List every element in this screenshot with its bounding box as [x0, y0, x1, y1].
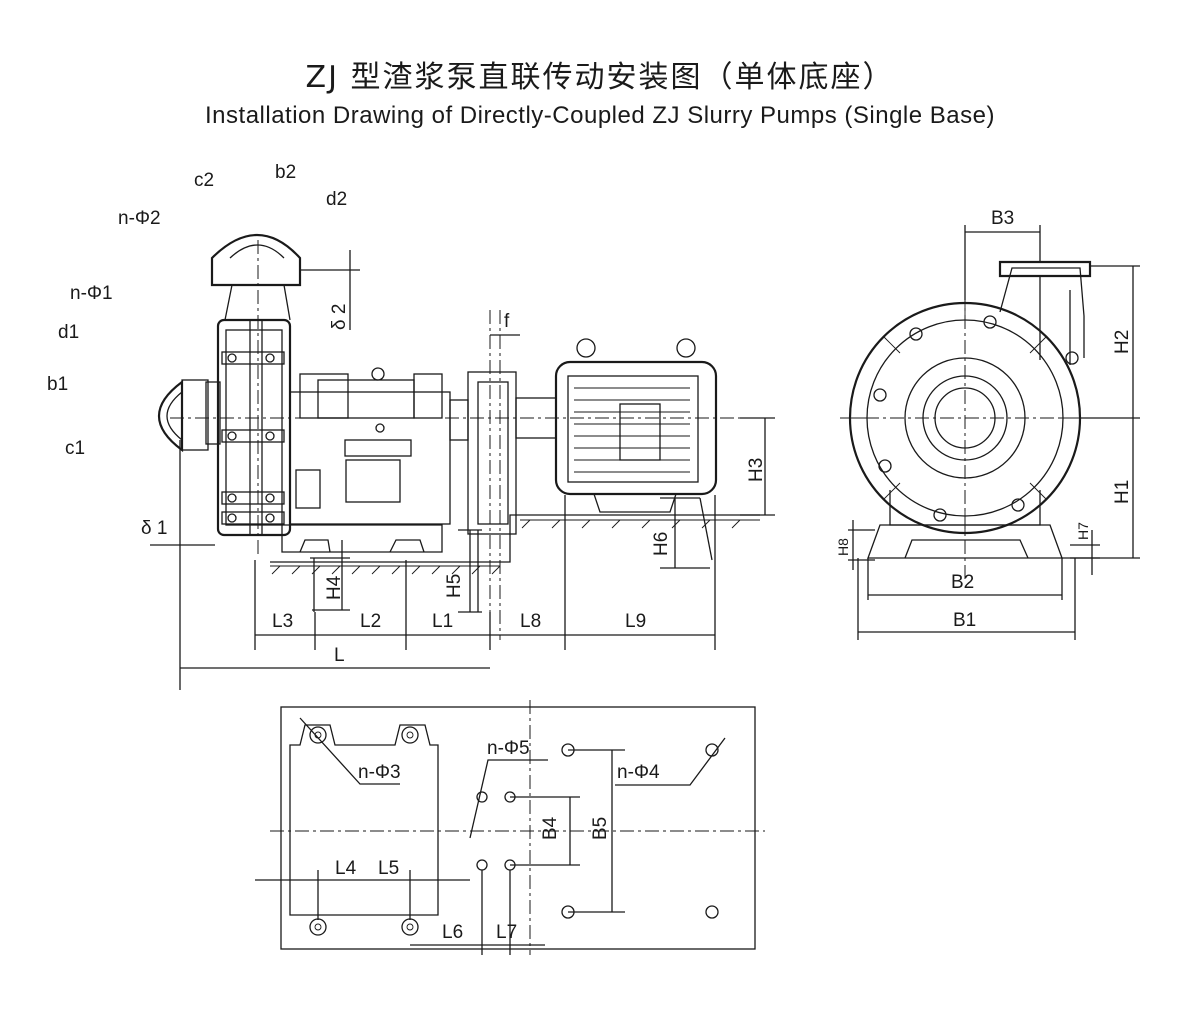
label-B2: B2	[951, 572, 974, 593]
label-c1: c1	[65, 438, 85, 459]
label-b1: b1	[47, 374, 68, 395]
label-H7: H7	[1075, 522, 1091, 540]
label-H6: H6	[651, 532, 672, 556]
label-L9: L9	[625, 611, 646, 632]
end-view	[840, 225, 1140, 640]
label-B1: B1	[953, 610, 976, 631]
label-H5: H5	[444, 574, 465, 598]
inlet-flange	[157, 379, 209, 453]
label-L6: L6	[442, 922, 463, 943]
label-H8: H8	[835, 538, 851, 556]
label-L3: L3	[272, 611, 293, 632]
label-n-phi3: n-Φ3	[358, 762, 401, 783]
label-L7: L7	[496, 922, 517, 943]
label-c2: c2	[194, 170, 214, 191]
label-L2: L2	[360, 611, 381, 632]
label-H3: H3	[746, 458, 767, 482]
label-b2: b2	[275, 162, 296, 183]
foundation-line	[270, 514, 760, 563]
label-L8: L8	[520, 611, 541, 632]
label-L: L	[334, 645, 345, 666]
bearing-assembly	[289, 367, 469, 525]
label-delta1: δ 1	[141, 518, 167, 539]
title-english: Installation Drawing of Directly-Coupled…	[205, 102, 995, 129]
pump-casing	[205, 318, 292, 537]
outlet-nozzle	[210, 234, 302, 321]
label-L5: L5	[378, 858, 399, 879]
label-B5: B5	[590, 817, 611, 840]
coupling	[467, 371, 557, 535]
label-n-phi1: n-Φ1	[70, 283, 113, 304]
plan-view	[255, 700, 765, 955]
label-H1: H1	[1112, 480, 1133, 504]
pump-base	[281, 524, 443, 553]
label-L4: L4	[335, 858, 357, 879]
label-n-phi4: n-Φ4	[617, 762, 660, 783]
label-n-phi2: n-Φ2	[118, 208, 161, 229]
label-L1: L1	[432, 611, 453, 632]
motor	[554, 338, 718, 513]
label-B3: B3	[991, 208, 1014, 229]
label-f: f	[504, 311, 510, 332]
label-B4: B4	[540, 816, 561, 840]
label-d1: d1	[58, 322, 79, 343]
label-d2: d2	[326, 189, 347, 210]
title-chinese: ZJ 型渣浆泵直联传动安装图（单体底座）	[305, 60, 895, 95]
label-H4: H4	[324, 575, 345, 600]
label-n-phi5: n-Φ5	[487, 738, 530, 759]
foundation-hatch	[271, 519, 741, 575]
label-delta2: δ 2	[329, 304, 350, 330]
side-view	[150, 234, 775, 690]
label-H2: H2	[1112, 330, 1133, 354]
plan-outline	[280, 706, 756, 950]
